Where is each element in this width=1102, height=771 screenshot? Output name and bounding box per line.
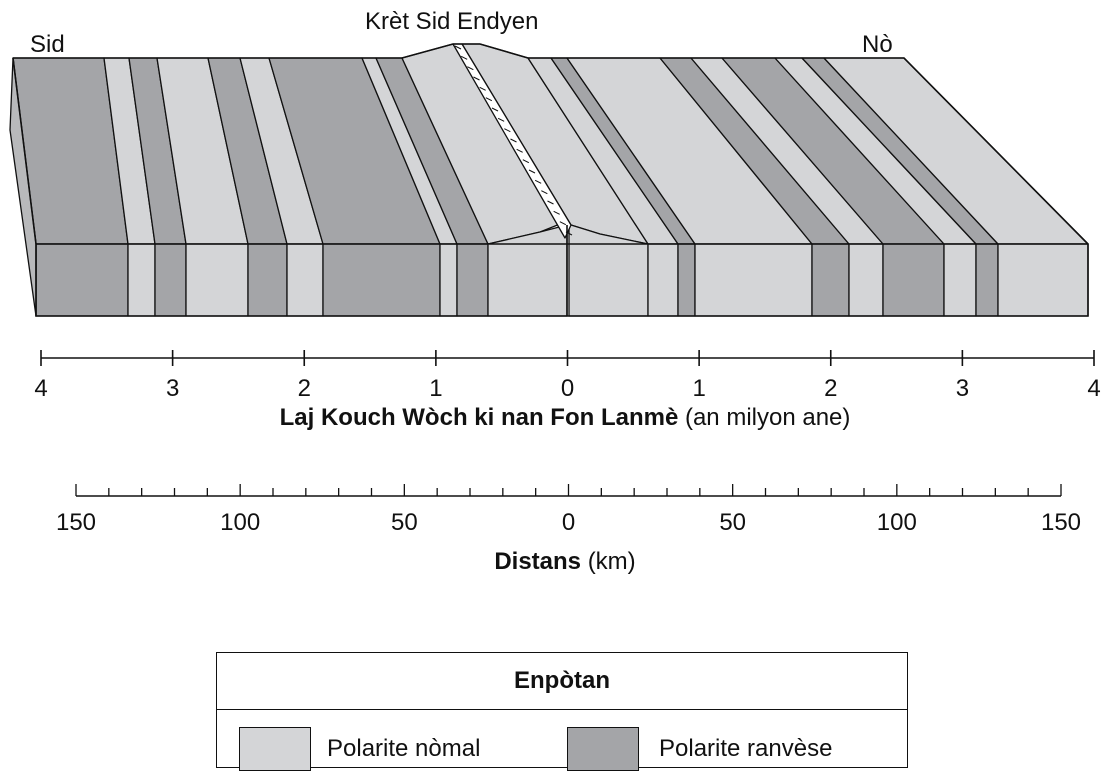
- stripe-front-south: [286, 243, 324, 317]
- age-tick-label: 0: [561, 375, 574, 398]
- legend-swatch-normal: [239, 727, 311, 771]
- rift-hatch-line: [547, 200, 554, 205]
- rift-hatching: [454, 45, 573, 236]
- rift-hatch-line: [485, 97, 493, 102]
- age-tick-label: 1: [429, 375, 442, 398]
- rift-hatch-line: [473, 76, 480, 81]
- stripe-front-north: [943, 243, 977, 317]
- distance-axis-title-main: Distans: [494, 548, 582, 575]
- stripe-front-south: [456, 243, 489, 317]
- block-frame: [12, 43, 1089, 317]
- distance-tick-label: 0: [562, 509, 575, 536]
- distance-axis: 150 100 50 0 50 100 150: [56, 484, 1081, 536]
- rift-hatch-line: [491, 107, 499, 112]
- rift-hatch-line: [541, 190, 548, 195]
- age-axis: 4 3 2 1 0 1 2 3 4: [34, 350, 1101, 398]
- rift-hatch-line: [504, 128, 511, 133]
- age-tick-label: 4: [1087, 375, 1100, 398]
- stripe-front-south: [185, 243, 249, 317]
- rift-hatch-line: [522, 159, 530, 164]
- legend-label-normal: Polarite nòmal: [327, 735, 481, 762]
- distance-tick-label: 100: [877, 509, 917, 536]
- legend-title: Enpòtan: [217, 653, 907, 710]
- legend-label-reversed: Polarite ranvèse: [659, 735, 833, 762]
- stripe-front-south: [35, 243, 129, 317]
- distance-tick-label: 50: [391, 509, 418, 536]
- distance-tick-label: 50: [719, 509, 746, 536]
- rift-hatch-line: [467, 66, 474, 71]
- seafloor-block-diagram: [9, 43, 1089, 317]
- rift-hatch-line: [454, 45, 462, 50]
- rift-hatch-line: [559, 221, 567, 226]
- age-axis-title-unit: (an milyon ane): [684, 404, 851, 431]
- stripe-front-north: [882, 243, 945, 317]
- distance-tick-label: 100: [220, 509, 260, 536]
- stripe-front-south: [322, 243, 441, 317]
- stripe-front-north: [811, 243, 850, 317]
- age-tick-label: 1: [692, 375, 705, 398]
- distance-axis-title: Distans (km): [0, 548, 1102, 576]
- south-label: Sid: [30, 31, 65, 58]
- rift-hatch-line: [534, 179, 542, 184]
- rift-hatch-line: [528, 169, 536, 174]
- magnetic-stripes: [12, 43, 1089, 317]
- stripe-front-south: [439, 243, 458, 317]
- rift-hatch-line: [516, 148, 523, 153]
- distance-axis-title-unit: (km): [587, 548, 636, 575]
- stripe-front-south: [127, 243, 156, 317]
- rift-hatch-line: [460, 55, 468, 60]
- age-axis-title-main: Laj Kouch Wòch ki nan Fon Lanmè: [279, 404, 679, 431]
- stripe-front-north: [975, 243, 999, 317]
- stripe-front-north: [997, 243, 1089, 317]
- legend-swatch-reversed: [567, 727, 639, 771]
- stripe-front-north: [694, 243, 813, 317]
- age-axis-title: Laj Kouch Wòch ki nan Fon Lanmè (an mily…: [0, 404, 1102, 432]
- rift-hatch-line: [479, 86, 486, 91]
- stripe-front-south: [154, 243, 187, 317]
- rift-hatch-line: [553, 210, 560, 215]
- block-outline: [9, 43, 1089, 317]
- stripe-front-south: [247, 243, 288, 317]
- stripe-front-north: [848, 243, 884, 317]
- distance-tick-label: 150: [56, 509, 96, 536]
- age-tick-label: 2: [824, 375, 837, 398]
- age-tick-label: 3: [956, 375, 969, 398]
- distance-tick-label: 150: [1041, 509, 1081, 536]
- stripe-front-north: [677, 243, 696, 317]
- legend-box: Enpòtan Polarite nòmal Polarite ranvèse: [216, 652, 908, 771]
- stripe-front-north: [647, 243, 679, 317]
- north-label: Nò: [862, 31, 893, 58]
- rift-hatch-line: [510, 138, 517, 143]
- age-tick-label: 2: [298, 375, 311, 398]
- age-tick-label: 3: [166, 375, 179, 398]
- age-tick-label: 4: [34, 375, 47, 398]
- rift-hatch-line: [497, 117, 505, 122]
- ridge-label: Krèt Sid Endyen: [365, 8, 539, 35]
